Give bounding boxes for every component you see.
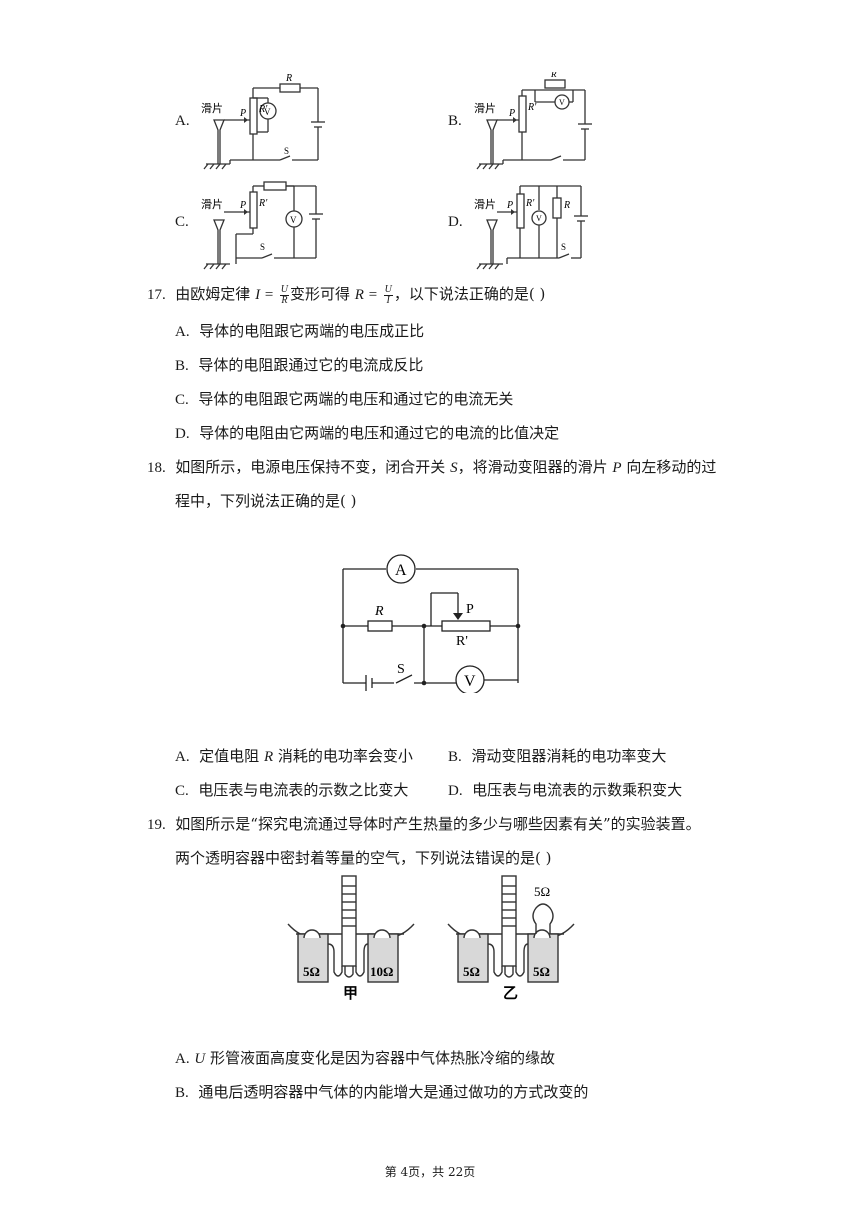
p-label: P [506, 200, 513, 211]
resistor-label: R [374, 604, 384, 619]
p-label: P [239, 200, 246, 211]
voltmeter-label: V [559, 98, 565, 107]
q16-option-d: D. [448, 214, 463, 230]
q17-eq1-lhs: I = [255, 287, 274, 303]
switch-label: S [260, 242, 265, 252]
q17-option-c: C. 导体的电阻跟它两端的电压和通过它的电流无关 [175, 390, 514, 408]
q17-option-b: B. 导体的电阻跟通过它的电流成反比 [175, 356, 424, 374]
q16-circuit-b: 滑片 P R' R V [474, 72, 592, 170]
q18-option-a: A. 定值电阻 R 消耗的电功率会变小 [175, 747, 413, 765]
yi-left-resistance: 5Ω [463, 964, 480, 979]
slider-label: P [466, 602, 474, 617]
voltmeter-label: V [290, 215, 297, 225]
p-label: P [239, 108, 246, 119]
rheostat-label: R' [456, 634, 468, 649]
slider-label: 滑片 [474, 102, 496, 115]
voltmeter-label: V [464, 673, 476, 690]
slider-label: 滑片 [474, 198, 496, 211]
q18-circuit-diagram: A V R R' P S [340, 554, 521, 693]
q16-option-a: A. [175, 113, 190, 129]
switch-label: S [561, 242, 566, 252]
r-label: R [550, 72, 557, 79]
jia-caption: 甲 [343, 985, 358, 1002]
rprime-label: R' [258, 198, 268, 209]
switch-label: S [284, 146, 289, 156]
slider-label: 滑片 [201, 102, 223, 115]
yi-caption: 乙 [503, 986, 518, 1002]
q19-apparatus-yi: 5Ω 5Ω 5Ω 乙 [447, 875, 575, 1002]
q18-stem-line1: 18. 如图所示，电源电压保持不变，闭合开关 S，将滑动变阻器的滑片 P 向左移… [147, 458, 717, 476]
q19-option-b: B. 通电后透明容器中气体的内能增大是通过做功的方式改变的 [175, 1083, 589, 1101]
q17-stem-prefix: 由欧姆定律 [175, 285, 251, 303]
q19-stem-line2: 两个透明容器中密封着等量的空气，下列说法错误的是( ) [175, 849, 552, 867]
voltmeter-label: V [264, 107, 271, 117]
q17-stem-suffix: ，以下说法正确的是( ) [393, 285, 546, 303]
q18-option-d: D. 电压表与电流表的示数乘积变大 [448, 781, 683, 799]
q16-circuit-a: 滑片 P R' R V S [201, 73, 325, 170]
yi-top-resistance: 5Ω [534, 884, 550, 899]
jia-left-resistance: 5Ω [303, 964, 320, 979]
q16-circuit-c: 滑片 P R' V S [201, 181, 323, 270]
slider-label: 滑片 [201, 198, 223, 211]
q18-option-c: C. 电压表与电流表的示数之比变大 [175, 781, 409, 799]
q18-stem-line2: 程中，下列说法正确的是( ) [175, 492, 357, 510]
q17-option-d: D. 导体的电阻由它两端的电压和通过它的电流的比值决定 [175, 424, 560, 442]
q17-stem-mid: 变形可得 [289, 285, 350, 303]
q19-option-a: A. U 形管液面高度变化是因为容器中气体热胀冷缩的缘故 [175, 1049, 556, 1067]
rprime-label: R' [525, 198, 535, 209]
q16-option-b: B. [448, 113, 462, 129]
yi-right-resistance: 5Ω [533, 964, 550, 979]
voltmeter-label: V [536, 214, 542, 223]
q16-circuit-d: 滑片 P R' R V S [474, 185, 588, 270]
q18-option-b: B. 滑动变阻器消耗的电功率变大 [448, 747, 667, 765]
jia-right-resistance: 10Ω [370, 964, 393, 979]
switch-label: S [397, 662, 405, 677]
q19-number: 19. [147, 817, 166, 833]
q16-option-c: C. [175, 214, 189, 230]
p-label: P [508, 108, 515, 119]
r-label: R [563, 200, 570, 211]
ammeter-label: A [395, 562, 407, 579]
q17-option-a: A. 导体的电阻跟它两端的电压成正比 [175, 322, 425, 340]
r-label: R [285, 73, 292, 84]
q17-eq2-lhs: R = [354, 287, 378, 303]
page-footer: 第 4页，共 22页 [384, 1165, 476, 1179]
rprime-label: R' [258, 104, 268, 115]
q17-number: 17. [147, 287, 166, 303]
q18-number: 18. [147, 460, 166, 476]
q19-stem-line1: 19. 如图所示是“探究电流通过导体时产生热量的多少与哪些因素有关”的实验装置。 [147, 815, 701, 833]
q19-apparatus-jia: 5Ω 10Ω 甲 [287, 875, 415, 1002]
rprime-label: R' [527, 102, 537, 113]
